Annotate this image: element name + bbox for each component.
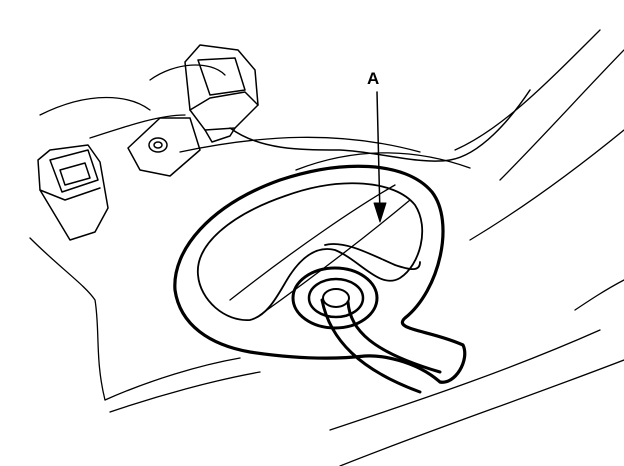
bolt-icon xyxy=(149,138,167,152)
callout-arrow xyxy=(374,92,386,222)
seat-outline xyxy=(30,30,624,466)
seat-mat-cover xyxy=(175,166,465,382)
seat-belt-buckle-left xyxy=(38,145,108,240)
seat-belt-buckle-right xyxy=(128,45,530,176)
mat-cable xyxy=(322,300,440,392)
callout-label-a: A xyxy=(367,69,380,88)
mat-connector xyxy=(293,268,440,392)
